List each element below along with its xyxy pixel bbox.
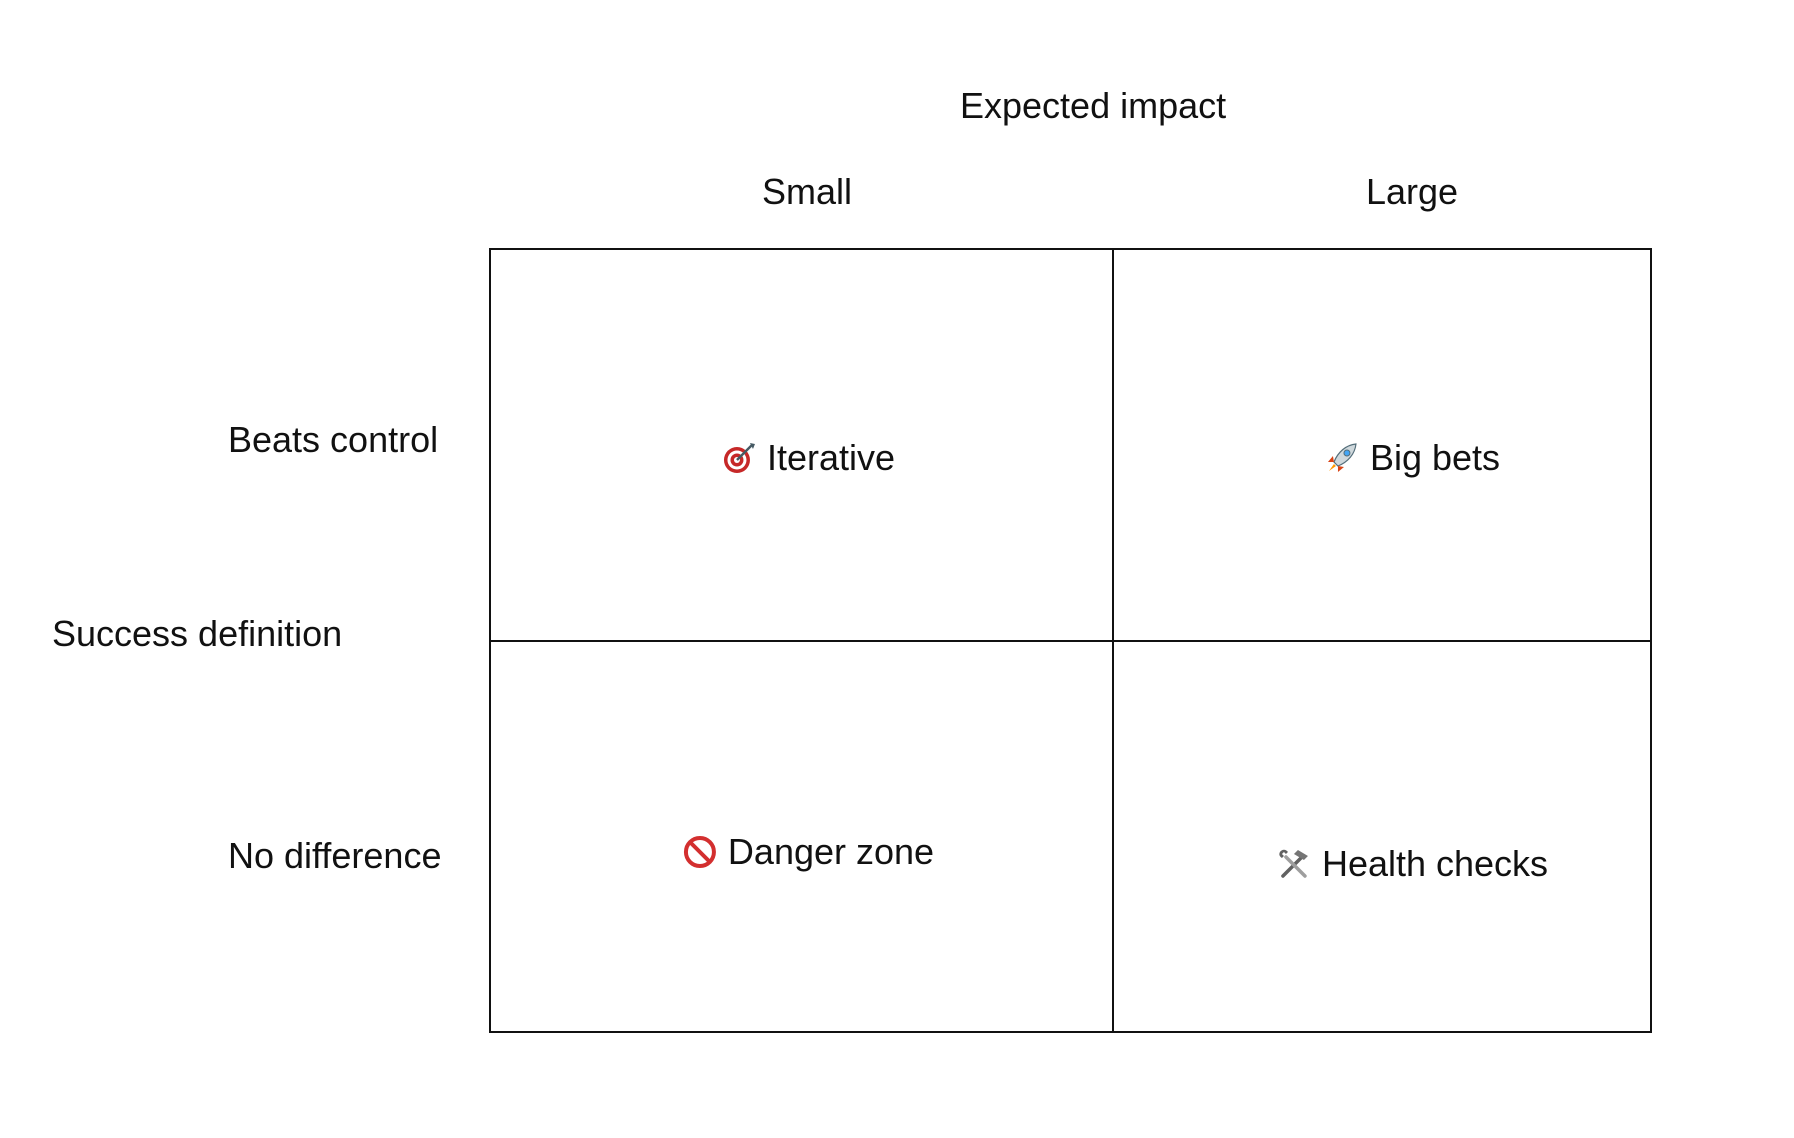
target-icon xyxy=(721,440,757,476)
quadrant-danger-zone: Danger zone xyxy=(682,834,934,870)
row-header-no-difference: No difference xyxy=(228,835,442,876)
quadrant-iterative: Iterative xyxy=(721,440,895,476)
quadrant-label: Health checks xyxy=(1321,843,1549,884)
y-axis-title: Success definition xyxy=(52,613,343,654)
x-axis-title: Expected impact xyxy=(960,85,1227,126)
row-header-beats-control: Beats control xyxy=(228,419,439,460)
rocket-icon xyxy=(1324,440,1360,476)
quadrant-label: Iterative xyxy=(766,437,896,478)
quadrant-label: Big bets xyxy=(1369,437,1501,478)
column-header-large: Large xyxy=(1366,171,1459,212)
column-header-small: Small xyxy=(762,171,853,212)
quadrant-label: Danger zone xyxy=(727,831,935,872)
horizontal-divider xyxy=(491,640,1650,642)
prohibited-icon xyxy=(682,834,718,870)
quadrant-big-bets: Big bets xyxy=(1324,440,1500,476)
quadrant-grid xyxy=(489,248,1652,1033)
quadrant-health-checks: Health checks xyxy=(1276,846,1548,882)
tools-icon xyxy=(1276,846,1312,882)
